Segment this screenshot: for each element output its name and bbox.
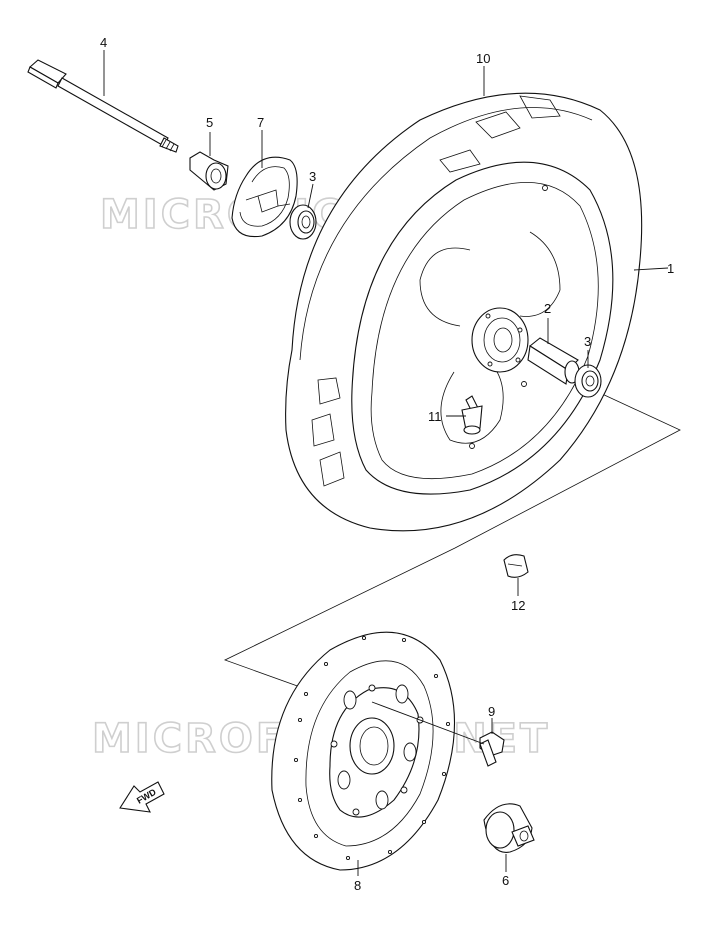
tire-valve[interactable] (461, 395, 483, 435)
callout-10: 10 (476, 51, 490, 66)
ground-plane (223, 392, 681, 713)
leader-lines (103, 50, 669, 876)
disc-bolt[interactable] (479, 731, 505, 767)
callout-8: 8 (354, 878, 361, 893)
callouts: 1 2 3 3 4 5 6 7 8 9 10 11 12 (100, 35, 674, 893)
callout-12: 12 (511, 598, 525, 613)
speedometer-gearbox[interactable] (231, 156, 298, 238)
axle-collar[interactable] (189, 151, 229, 191)
callout-4: 4 (100, 35, 107, 50)
bearing-right[interactable] (574, 364, 602, 398)
callout-11: 11 (428, 409, 442, 424)
callout-9: 9 (488, 704, 495, 719)
callout-6: 6 (502, 873, 509, 888)
axle[interactable] (27, 59, 179, 153)
balancer-weight[interactable] (503, 554, 529, 578)
wheel-assembly[interactable] (285, 92, 643, 532)
callout-2: 2 (544, 301, 551, 316)
bearing-left[interactable] (289, 204, 317, 240)
speedometer-gear[interactable] (483, 803, 535, 853)
callout-5: 5 (206, 115, 213, 130)
callout-3-lower: 3 (584, 334, 591, 349)
callout-3-upper: 3 (309, 169, 316, 184)
callout-7: 7 (257, 115, 264, 130)
forward-direction-arrow: FWD (119, 781, 165, 813)
callout-1: 1 (667, 261, 674, 276)
brake-disc[interactable] (271, 631, 456, 871)
